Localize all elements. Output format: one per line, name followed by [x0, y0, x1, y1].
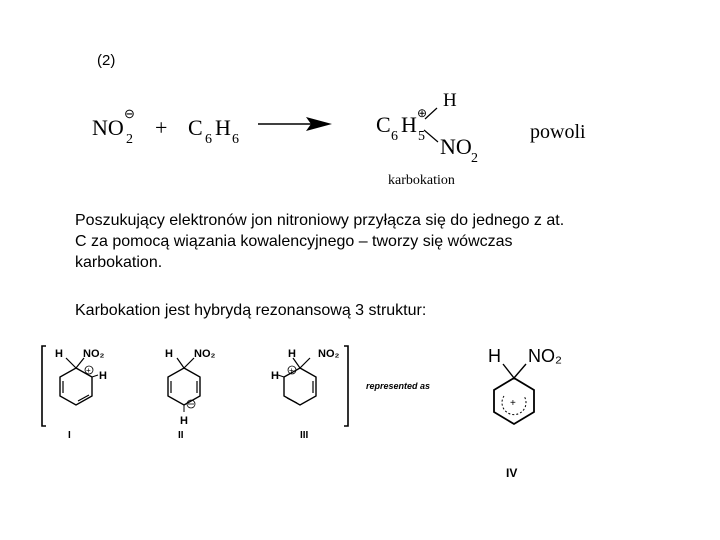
product-c-sub: 6 — [391, 129, 398, 144]
benzene-ring-icon — [167, 367, 201, 406]
svg-text:+: + — [86, 366, 91, 375]
reactant-benzene-h: H — [215, 115, 231, 140]
structure-ii-no2: NO₂ — [194, 348, 216, 360]
paragraph-2: Karbokation jest hybrydą rezonansową 3 s… — [75, 302, 427, 319]
step-label: (2) — [97, 52, 116, 69]
structure-iii-no2: NO₂ — [318, 348, 340, 360]
paragraph-1-line-1: Poszukujący elektronów jon nitroniowy pr… — [75, 212, 565, 229]
structure-iii-h: H — [288, 348, 296, 360]
paragraph-1-line-3: karbokation. — [75, 254, 163, 271]
svg-text:+: + — [289, 366, 294, 375]
structure-iv-h: H — [488, 346, 501, 366]
positive-charge-icon: ⊕ — [417, 106, 427, 120]
structure-iii-numeral: III — [300, 430, 309, 441]
structure-ii-h: H — [165, 348, 173, 360]
structure-i-h: H — [55, 348, 63, 360]
rate-label: powoli — [530, 121, 586, 143]
negative-charge-icon — [186, 399, 196, 409]
paragraph-1-line-2: C za pomocą wiązania kowalencyjnego – tw… — [75, 233, 513, 250]
plus-sign: + — [155, 115, 167, 140]
structure-i-side-h: H — [99, 370, 107, 382]
reactant-benzene-c: C — [188, 115, 203, 140]
product-h: H — [401, 112, 417, 137]
bond-c-h — [424, 107, 438, 120]
paragraph-1: Poszukujący elektronów jon nitroniowy pr… — [75, 210, 675, 273]
reaction-equation: NO 2 ⊖ + C 6 H 6 H ⊕ C 6 H 5 NO 2 karbok… — [92, 90, 586, 188]
reaction-arrow-icon — [258, 117, 332, 131]
structure-ii: H NO₂ H II — [165, 348, 216, 441]
benzene-ring-icon — [493, 376, 535, 426]
reactant-benzene-h-sub: 6 — [232, 132, 239, 147]
svg-text:+: + — [510, 398, 516, 409]
structure-iv-no2: NO₂ — [528, 346, 562, 366]
structure-ii-numeral: II — [178, 430, 184, 441]
product-no-sub: 2 — [471, 151, 478, 166]
bond-c-no2 — [423, 129, 439, 143]
product-h-sub: 5 — [418, 129, 425, 144]
reactant-nitronium-subscript: 2 — [126, 132, 133, 147]
structure-i: H NO₂ + H I — [55, 348, 107, 441]
product-caption: karbokation — [388, 173, 455, 188]
structure-iii: H NO₂ + H III — [271, 348, 340, 441]
structure-iv-hybrid: + H NO₂ IV — [488, 346, 562, 480]
square-bracket-icon — [41, 345, 46, 427]
product-c: C — [376, 112, 391, 137]
reactant-benzene-c-sub: 6 — [205, 132, 212, 147]
represented-as-label: represented as — [366, 381, 430, 391]
reactant-nitronium: NO — [92, 115, 124, 140]
structure-ii-side-h: H — [180, 415, 188, 427]
product-no: NO — [440, 134, 472, 159]
square-bracket-icon — [344, 345, 349, 427]
structure-i-numeral: I — [68, 430, 71, 441]
positive-charge-icon — [84, 365, 94, 375]
structure-iv-numeral: IV — [506, 466, 517, 480]
resonance-structures: H NO₂ + H I H NO₂ H II H NO₂ + H III — [41, 345, 562, 480]
product-h-top: H — [443, 90, 457, 111]
negative-charge-icon: ⊖ — [124, 106, 135, 121]
structure-i-no2: NO₂ — [83, 348, 105, 360]
structure-iii-side-h: H — [271, 370, 279, 382]
positive-charge-icon — [287, 365, 297, 375]
